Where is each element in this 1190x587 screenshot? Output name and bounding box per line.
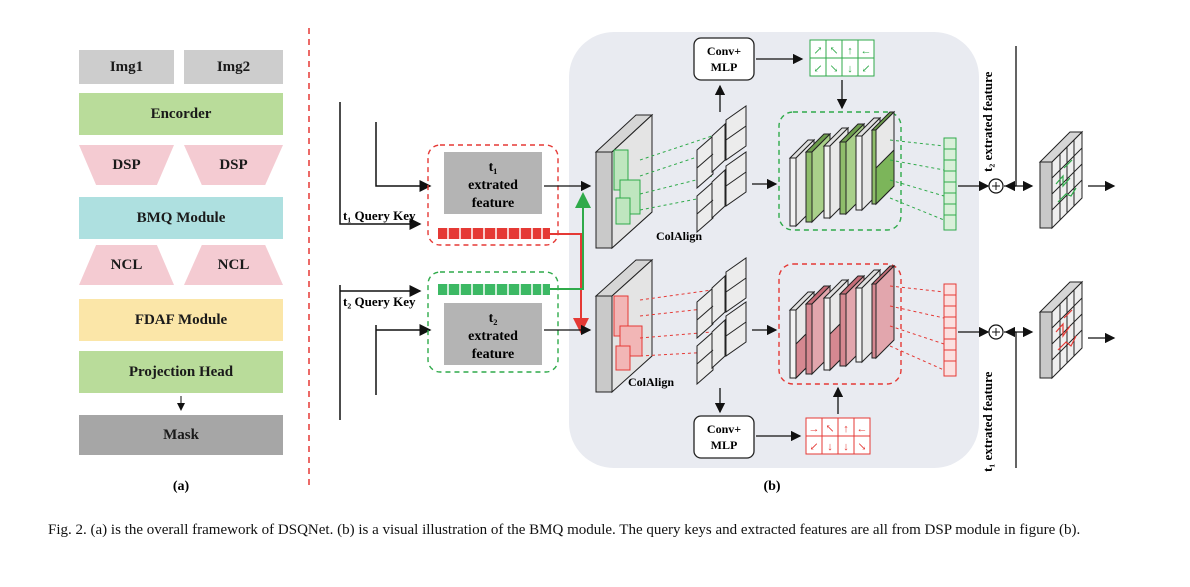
conv-mlp-bottom-line1: Conv+ — [707, 422, 741, 436]
bottom-feature-slab — [594, 258, 654, 394]
ncl-right-block: NCL — [184, 245, 283, 285]
colalign-top-label: ColAlign — [656, 229, 702, 243]
t1-feature-symbol: t₁ — [489, 160, 498, 175]
img2-label: Img2 — [216, 58, 251, 75]
fdaf-block: FDAF Module — [79, 299, 283, 341]
mask-label: Mask — [163, 426, 199, 443]
t1-feature-line1: extrated — [468, 178, 518, 193]
top-to-token-lines — [889, 139, 945, 221]
colalign-bottom-label: ColAlign — [628, 375, 674, 389]
right-top-vertical-label: t₂ extrated feature — [980, 71, 995, 172]
ncl-left-block: NCL — [79, 245, 174, 285]
projection-head-label: Projection Head — [128, 363, 234, 380]
svg-text:↘: ↘ — [857, 441, 866, 453]
bottom-token-column — [943, 283, 957, 377]
svg-text:↖: ↖ — [825, 423, 834, 435]
svg-text:↙: ↙ — [861, 63, 870, 75]
conv-mlp-top-box — [693, 37, 755, 81]
t2-feature-block — [444, 303, 542, 365]
panel-b-label: (b) — [763, 479, 780, 494]
bmq-block: BMQ Module — [79, 197, 283, 239]
dsp-left-block: DSP — [79, 145, 174, 185]
svg-text:←: ← — [861, 45, 872, 57]
svg-text:↖: ↖ — [829, 45, 838, 57]
dsp-right-block: DSP — [184, 145, 283, 185]
t2-feature-line1: extrated — [468, 329, 518, 344]
encoder-label: Encorder — [150, 105, 212, 122]
figure: Img1 Img2 Encorder DSP DSP BMQ Module NC… — [79, 28, 1116, 494]
t1-query-key-line — [339, 102, 422, 230]
panel-a-label: (a) — [173, 479, 190, 494]
bottom-deform-columns — [788, 264, 896, 380]
top-deform-dashed-box — [778, 111, 902, 231]
svg-text:↙: ↙ — [813, 63, 822, 75]
t2-feature-symbol: t₂ — [489, 311, 498, 326]
t1-query-key-tokens — [438, 228, 550, 239]
img1-label: Img1 — [109, 58, 144, 75]
conv-mlp-top-line1: Conv+ — [707, 44, 741, 58]
t1-dashed-box — [427, 144, 559, 246]
top-deform-columns — [788, 110, 896, 228]
encoder-block: Encorder — [79, 93, 283, 135]
top-token-column — [943, 137, 957, 231]
svg-text:↑: ↑ — [843, 423, 849, 435]
t2-query-key-tokens — [438, 284, 550, 295]
t2-feature-line2: feature — [472, 347, 515, 362]
bottom-deform-dashed-box — [778, 263, 902, 385]
bmq-background-panel — [569, 32, 979, 468]
svg-text:↘: ↘ — [829, 63, 838, 75]
ncl-right-label: NCL — [217, 256, 250, 273]
top-feature-slab — [594, 113, 654, 250]
mask-block: Mask — [79, 415, 283, 455]
top-patch-stack — [696, 105, 747, 234]
dsp-right-label: DSP — [219, 156, 248, 173]
top-output-grid — [1038, 130, 1084, 230]
svg-text:→: → — [809, 423, 820, 435]
bmq-label: BMQ Module — [136, 209, 226, 226]
t2-query-key-label: t₂ Query Key — [343, 294, 416, 309]
svg-text:↓: ↓ — [843, 441, 849, 453]
t1-feature-block — [444, 152, 542, 214]
right-bottom-vertical-label: t₁ extrated feature — [980, 371, 995, 472]
bottom-offset-grid: → ↖ ↑ ← ↙ ↓ ↓ ↘ — [805, 417, 871, 455]
conv-mlp-bottom-box — [693, 415, 755, 459]
t1-feature-line — [375, 122, 432, 192]
projection-head-block: Projection Head — [79, 351, 283, 393]
svg-text:↓: ↓ — [827, 441, 833, 453]
conv-mlp-top-line2: MLP — [711, 60, 738, 74]
t1-query-key-label: t₁ Query Key — [343, 208, 416, 223]
img2-block: Img2 — [184, 50, 283, 84]
t2-dashed-box — [427, 271, 559, 373]
top-offset-grid: ↗ ↖ ↑ ← ↙ ↘ ↓ ↙ — [809, 39, 875, 77]
t1-feature-line2: feature — [472, 196, 515, 211]
figure-caption: Fig. 2. (a) is the overall framework of … — [48, 522, 1081, 538]
ncl-left-label: NCL — [110, 256, 143, 273]
fdaf-label: FDAF Module — [134, 311, 228, 328]
svg-text:↗: ↗ — [813, 45, 822, 57]
diagram-canvas: (a) t₁ Query Key t₂ Query Key t₁ extrate… — [173, 28, 1116, 494]
bottom-patch-stack — [696, 257, 747, 386]
svg-text:↙: ↙ — [809, 441, 818, 453]
bottom-to-token-lines — [889, 285, 945, 371]
conv-mlp-bottom-line2: MLP — [711, 438, 738, 452]
svg-text:←: ← — [857, 423, 868, 435]
svg-text:↑: ↑ — [847, 45, 853, 57]
dsp-left-label: DSP — [112, 156, 141, 173]
svg-text:↓: ↓ — [847, 63, 853, 75]
t1-key-cross-arrow — [550, 233, 589, 334]
img1-block: Img1 — [79, 50, 174, 84]
t2-key-cross-arrow — [550, 192, 591, 290]
bottom-output-grid — [1038, 280, 1084, 380]
